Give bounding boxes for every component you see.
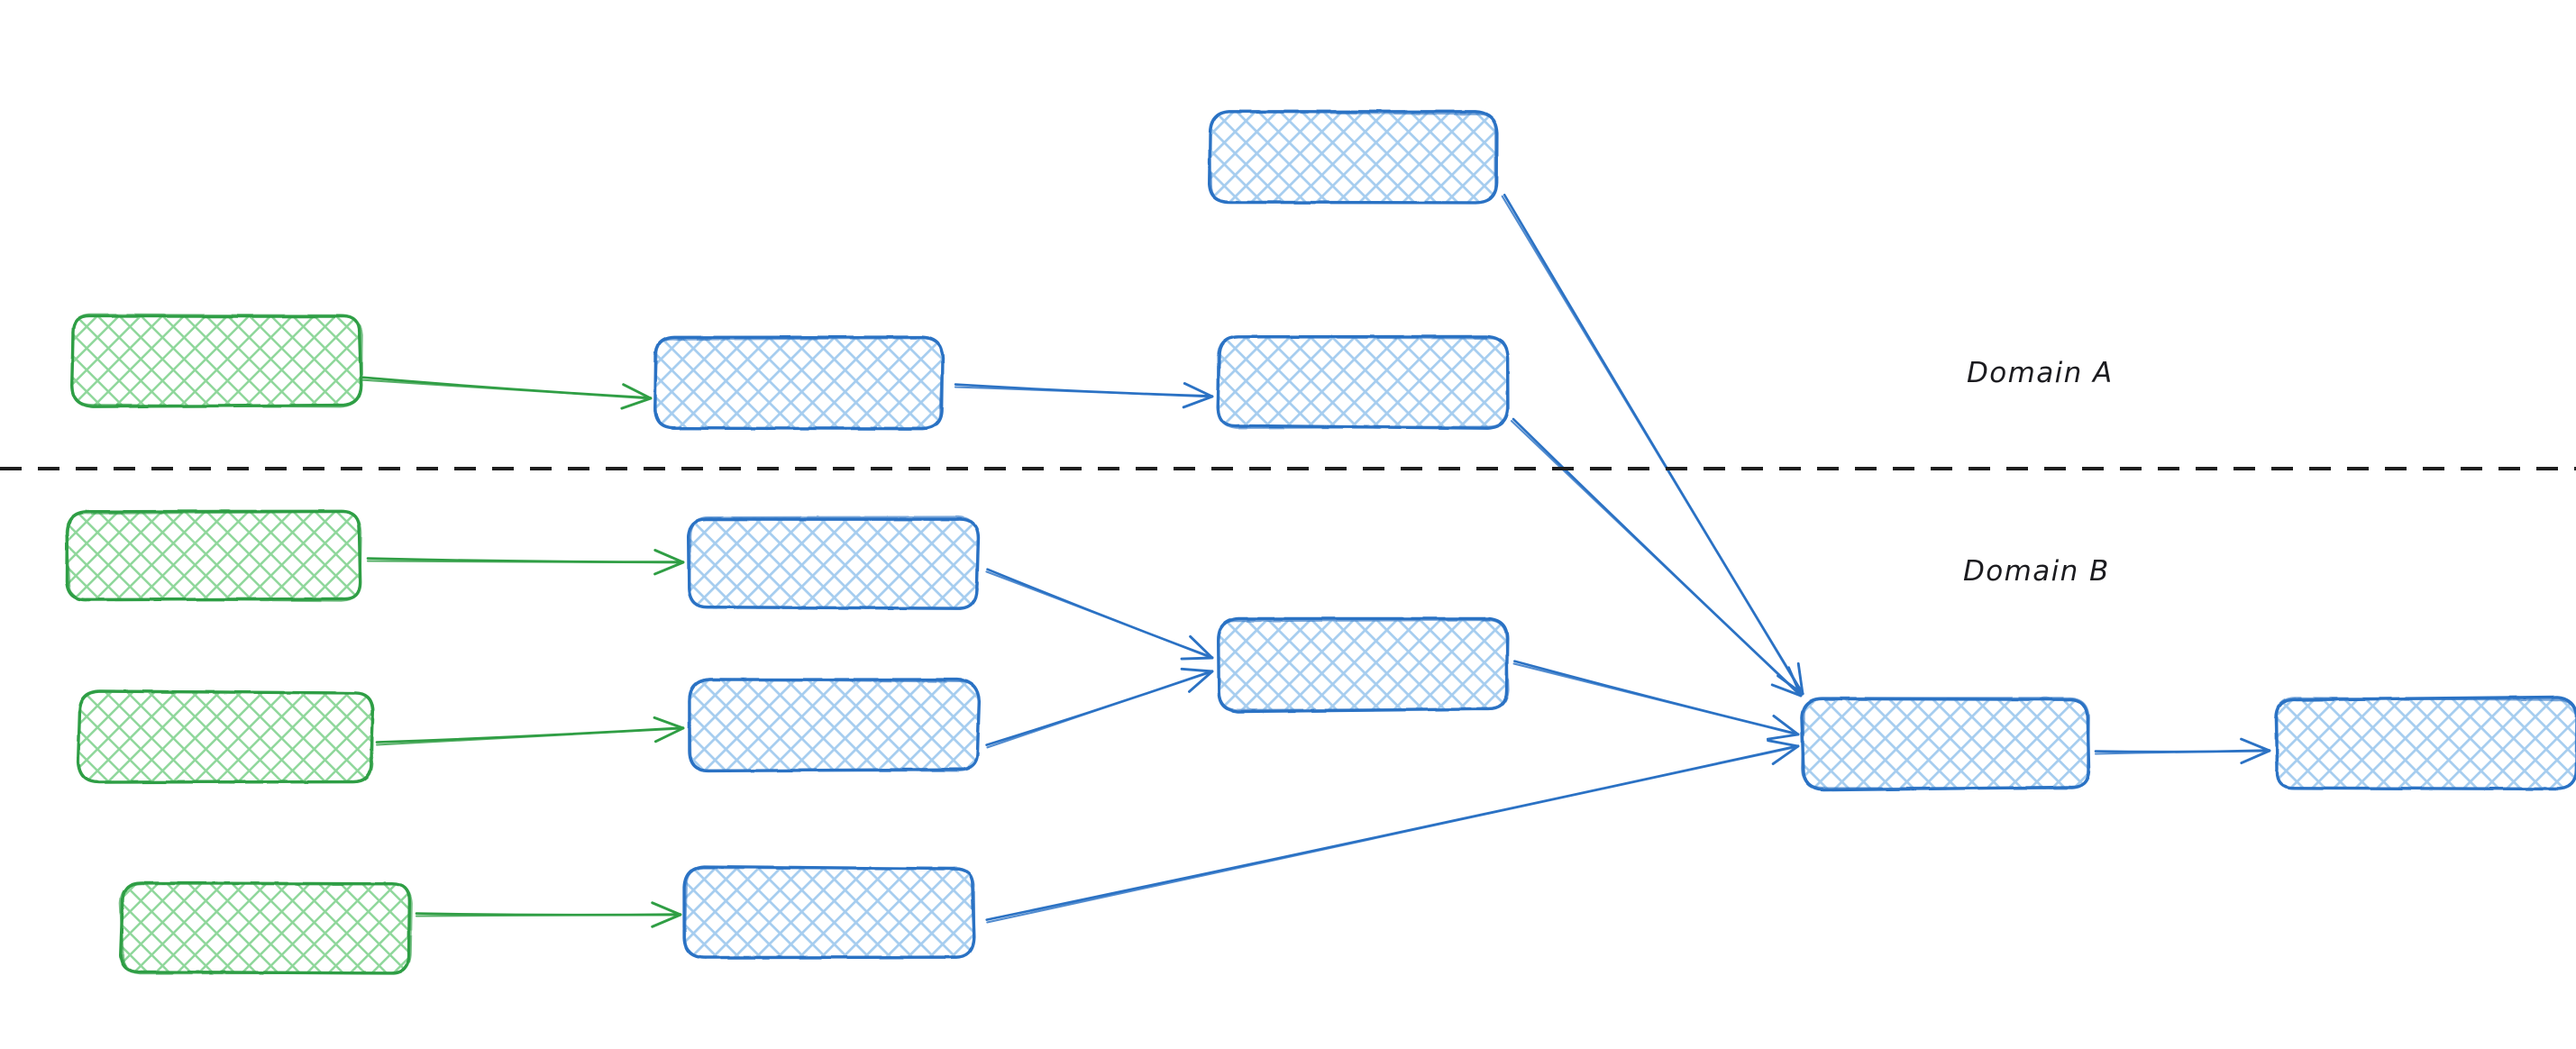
edge-a-proc-1-to-a-proc-2 <box>954 382 1214 409</box>
edge-b-proc-1-to-b-merge <box>985 568 1214 661</box>
edge-line <box>1501 195 1804 696</box>
node-outline <box>1217 618 1510 712</box>
node-outline <box>65 510 362 602</box>
edge-arrowhead <box>2240 737 2271 765</box>
node-b-source-3[interactable] <box>119 881 413 975</box>
edge-layer <box>359 193 2271 928</box>
node-fill <box>121 882 411 975</box>
edge-b-proc-2-to-b-merge <box>985 667 1214 749</box>
edge-b-source-3-to-b-proc-3 <box>415 901 682 928</box>
node-b-proc-3[interactable] <box>682 864 976 960</box>
edge-b-proc-3-to-b-sink <box>985 739 1800 924</box>
edge-line <box>954 386 1214 398</box>
node-fill <box>1210 113 1497 204</box>
edge-line <box>1510 420 1802 698</box>
domain-b-label: Domain B <box>1963 555 2110 588</box>
edge-a-proc-2-to-b-sink <box>1510 417 1803 698</box>
edge-b-source-1-to-b-proc-1 <box>366 549 685 576</box>
edge-b-sink-to-b-output <box>2094 737 2271 765</box>
node-fill <box>68 510 361 600</box>
node-fill <box>654 337 943 430</box>
edge-arrowhead <box>653 716 685 743</box>
edge-line <box>986 670 1214 749</box>
node-fill <box>2275 698 2576 790</box>
node-outline <box>1800 697 2090 790</box>
node-a-source[interactable] <box>70 314 363 408</box>
edge-line <box>2094 750 2271 755</box>
node-fill <box>1218 337 1508 428</box>
node-fill <box>684 867 975 959</box>
node-outline <box>688 678 981 772</box>
node-b-source-1[interactable] <box>65 509 362 602</box>
node-outline <box>683 866 976 959</box>
node-b-output[interactable] <box>2274 695 2576 791</box>
edge-line <box>359 379 653 400</box>
node-outline <box>119 882 413 975</box>
node-fill <box>1218 620 1509 710</box>
edge-arrowhead <box>1766 715 1800 741</box>
edge-line <box>1512 662 1799 736</box>
node-outline <box>1216 335 1509 429</box>
node-outline <box>78 689 374 784</box>
domain-a-label: Domain A <box>1967 357 2114 389</box>
node-a-proc-3[interactable] <box>1208 110 1499 205</box>
edge-arrowhead <box>1770 666 1803 698</box>
node-fill <box>689 517 980 610</box>
node-b-source-2[interactable] <box>76 689 375 784</box>
node-fill <box>78 692 373 783</box>
node-outline <box>687 515 980 610</box>
node-a-proc-1[interactable] <box>653 335 945 431</box>
node-fill <box>1803 698 2089 789</box>
node-outline <box>653 336 945 430</box>
edge-line <box>415 914 682 917</box>
edge-arrowhead <box>620 383 653 410</box>
edge-line <box>376 727 685 746</box>
node-layer <box>65 110 2576 975</box>
edge-line <box>985 570 1213 660</box>
edge-arrowhead <box>1182 382 1214 409</box>
edge-arrowhead <box>653 549 685 576</box>
node-outline <box>1208 110 1497 205</box>
node-outline <box>2274 697 2576 791</box>
node-b-merge[interactable] <box>1217 616 1510 714</box>
edge-b-merge-to-b-sink <box>1512 660 1800 741</box>
edge-line <box>985 744 1800 921</box>
edge-a-proc-3-to-b-sink <box>1501 193 1804 696</box>
node-b-proc-1[interactable] <box>686 515 981 610</box>
edge-a-source-to-a-proc-1 <box>359 376 653 410</box>
node-b-sink[interactable] <box>1800 697 2091 792</box>
node-fill <box>690 680 978 771</box>
edge-arrowhead <box>1180 634 1214 661</box>
edge-arrowhead <box>1180 667 1214 693</box>
edge-line <box>986 745 1800 924</box>
node-outline <box>70 314 363 408</box>
edge-arrowhead <box>1767 739 1800 765</box>
node-a-proc-2[interactable] <box>1216 334 1510 430</box>
edge-arrowhead <box>651 901 682 928</box>
edge-b-source-2-to-b-proc-2 <box>375 716 685 746</box>
node-b-proc-2[interactable] <box>688 678 982 773</box>
node-fill <box>72 315 361 406</box>
edge-line <box>366 560 685 564</box>
